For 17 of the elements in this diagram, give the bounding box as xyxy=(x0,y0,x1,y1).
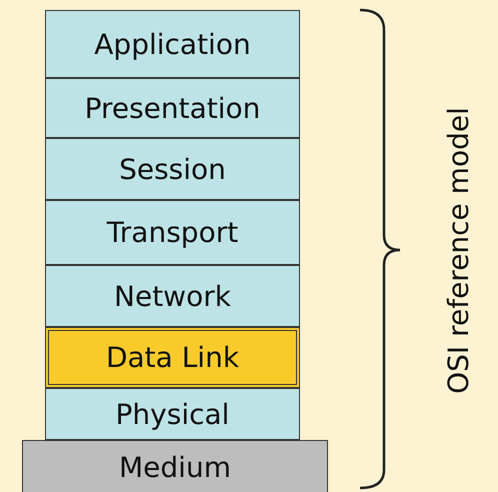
layer-box xyxy=(22,440,328,492)
layer-box xyxy=(45,327,300,388)
layer-label: Data Link xyxy=(106,341,240,374)
layer-label: Session xyxy=(119,152,226,186)
layer-label: Medium xyxy=(119,451,231,484)
layer-box xyxy=(45,78,300,138)
layer-label: Presentation xyxy=(84,92,260,124)
layer-box xyxy=(45,10,300,78)
layer-box xyxy=(45,200,300,265)
bracket-label: OSI reference model xyxy=(441,106,474,394)
layer-box xyxy=(45,265,300,327)
layer-label: Application xyxy=(94,28,251,60)
layer-label: Physical xyxy=(116,398,230,430)
layer-label: Transport xyxy=(106,216,238,249)
layer-label: Network xyxy=(114,280,231,312)
layer-box xyxy=(45,388,300,440)
layer-box xyxy=(45,138,300,200)
